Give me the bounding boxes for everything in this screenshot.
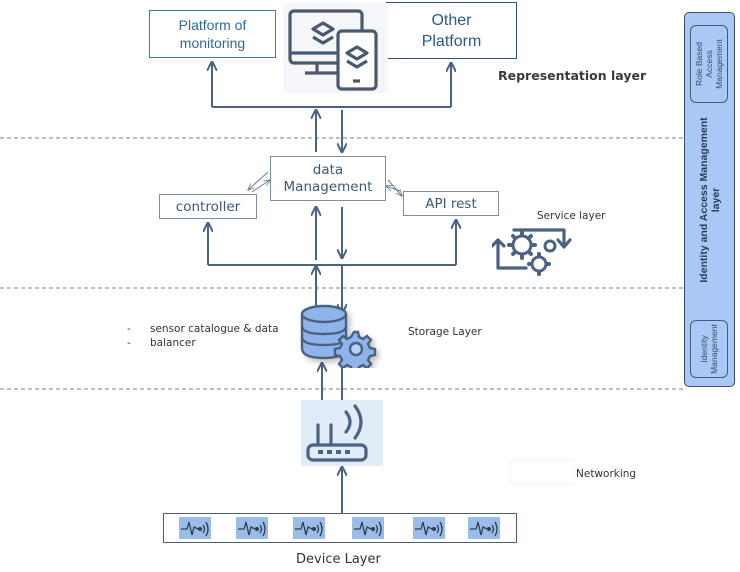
storage-bullet-list: -sensor catalogue & data -balancer xyxy=(127,322,279,350)
service-bus xyxy=(208,207,456,313)
service-layer-label: Service layer xyxy=(537,210,606,222)
other-platform-line1: Other xyxy=(431,11,472,29)
data-management-line1: data xyxy=(312,161,344,178)
idm-line2: Management xyxy=(709,324,719,374)
bullet-item: -sensor catalogue & data xyxy=(127,323,279,335)
rbac-line2: Access xyxy=(704,50,714,78)
service-links xyxy=(248,171,402,196)
rbac-line1: Role Based xyxy=(694,42,704,86)
gears-cycle-icon xyxy=(492,228,572,276)
identity-access-layer-title: Identity and Access Management layer xyxy=(698,117,722,282)
monitor-tablet-layers-icon xyxy=(283,3,388,93)
sensor-device xyxy=(468,517,500,539)
sensor-signal-icon xyxy=(415,521,443,537)
controller-box: controller xyxy=(159,194,257,219)
sensor-signal-icon xyxy=(470,521,498,537)
api-rest-label: API rest xyxy=(425,195,477,212)
platform-monitoring-line1: Platform of xyxy=(178,17,247,33)
other-platform-line2: Platform xyxy=(421,32,482,50)
idm-line1: Identity xyxy=(699,335,709,363)
data-management-line2: Management xyxy=(283,178,373,195)
device-layer-label: Device Layer xyxy=(296,552,381,567)
rbac-line3: Management xyxy=(714,39,724,89)
networking-label-frame xyxy=(510,460,575,484)
sensor-device xyxy=(179,517,211,539)
sensor-device xyxy=(413,517,445,539)
networking-label: Networking xyxy=(576,468,637,480)
database-gear-icon xyxy=(300,304,377,368)
representation-layer-label: Representation layer xyxy=(498,68,647,83)
router-icon-background xyxy=(301,400,383,466)
platform-monitoring-line2: monitoring xyxy=(179,35,246,51)
iam-title-line1: Identity and Access Management xyxy=(697,116,710,283)
bullet-item: -balancer xyxy=(127,337,196,349)
representation-bus xyxy=(212,62,451,152)
sensor-signal-icon xyxy=(181,521,209,537)
sensor-device xyxy=(236,517,268,539)
platform-of-monitoring-box: Platform of monitoring xyxy=(149,10,276,58)
storage-layer-label: Storage Layer xyxy=(408,326,482,338)
iam-title-line2: layer xyxy=(709,187,722,212)
sensor-device xyxy=(293,517,325,539)
sensor-signal-icon xyxy=(295,521,323,537)
sensor-signal-icon xyxy=(354,521,382,537)
device-bar xyxy=(163,513,517,543)
sensor-device xyxy=(352,517,384,539)
sensor-signal-icon xyxy=(238,521,266,537)
api-rest-box: API rest xyxy=(403,191,499,216)
controller-label: controller xyxy=(175,198,241,215)
wifi-router-icon xyxy=(306,404,368,462)
